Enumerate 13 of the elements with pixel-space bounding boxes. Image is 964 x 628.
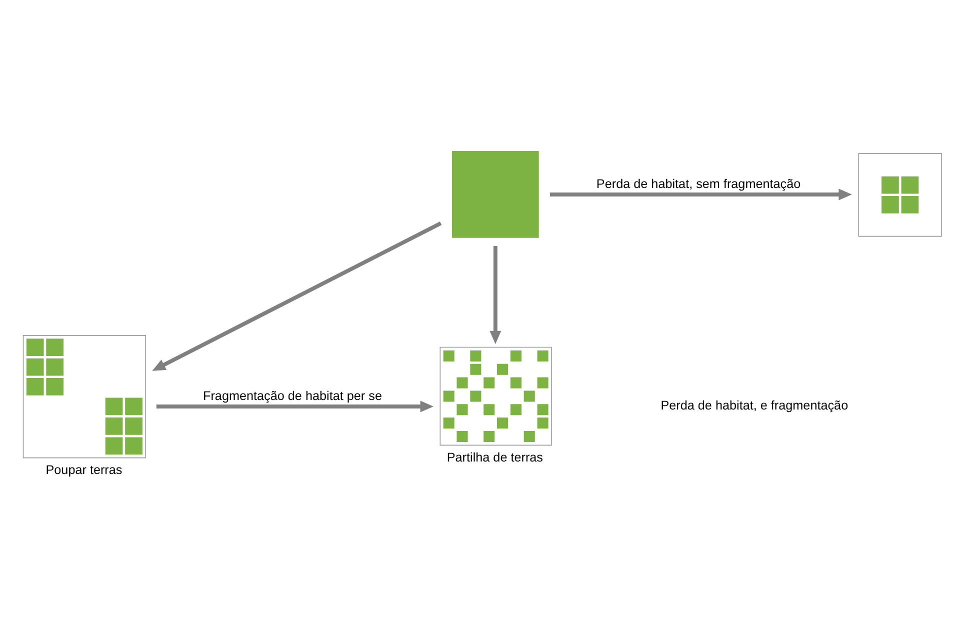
node-label: Partilha de terras: [446, 450, 544, 464]
arrow: [152, 220, 442, 370]
edge-label: Perda de habitat, sem fragmentação: [596, 176, 801, 191]
label: Perda de habitat, e fragmentação: [660, 398, 848, 412]
node-box: [22, 334, 146, 458]
node-box: [858, 152, 942, 236]
node-label: Poupar terras: [46, 462, 122, 477]
node-box: [452, 150, 539, 238]
node-box: [440, 346, 552, 446]
arrow: [490, 245, 502, 344]
edge-label: Fragmentação de habitat per se: [203, 388, 382, 403]
arrow: [550, 188, 852, 200]
arrow: [156, 400, 434, 412]
